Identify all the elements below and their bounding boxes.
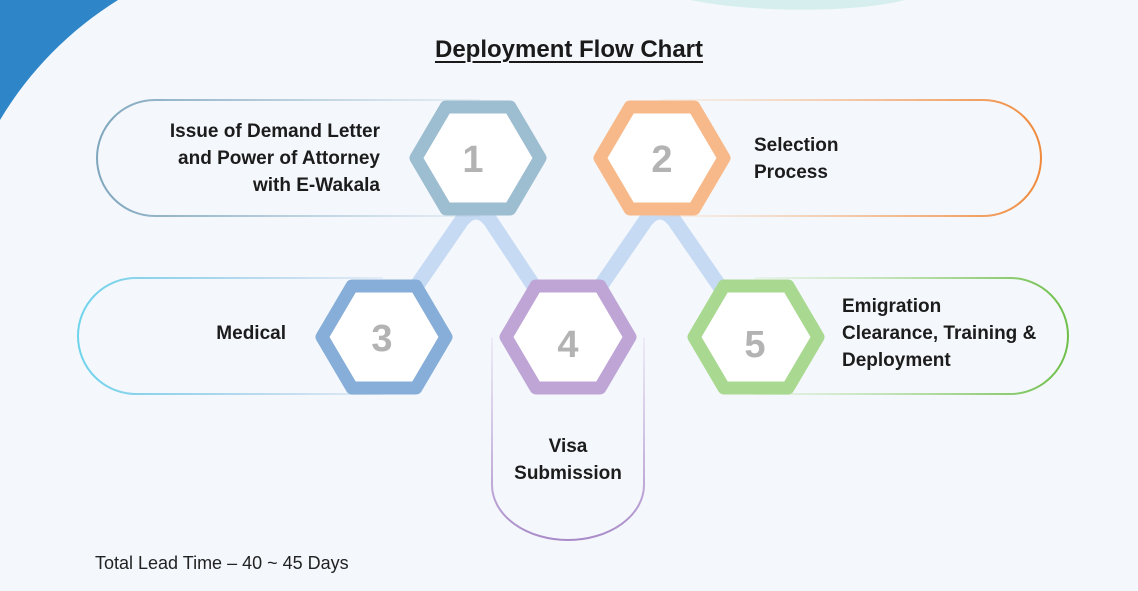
pill-outline-1 (96, 99, 480, 217)
step-2-number: 2 (651, 139, 672, 181)
step-1-label: Issue of Demand Letter and Power of Atto… (169, 121, 380, 196)
step-3-label: Medical (216, 323, 286, 344)
pill-outline-4 (491, 337, 645, 541)
step-4-label: Visa Submission (514, 436, 622, 484)
corner-decoration-top (690, 0, 905, 10)
step-4-number: 4 (557, 324, 578, 366)
chart-title: Deployment Flow Chart (434, 36, 704, 63)
step-2-label: Selection Process (754, 135, 839, 183)
step-3-number: 3 (371, 318, 392, 360)
step-1-number: 1 (462, 139, 483, 181)
step-2-hexagon: 2 (593, 100, 731, 216)
total-lead-time: Total Lead Time – 40 ~ 45 Days (95, 553, 349, 573)
step-3-hexagon: 3 (315, 279, 453, 395)
step-5-label: Emigration Clearance, Training & Deploym… (842, 296, 1037, 371)
pill-outline-2 (660, 99, 1042, 217)
pill-outline-5 (755, 277, 1069, 395)
corner-decoration-blue (0, 0, 118, 120)
step-4-hexagon: 4 (499, 279, 637, 395)
step-5-hexagon: 5 (687, 279, 825, 395)
step-1-hexagon: 1 (409, 100, 547, 216)
pill-outline-3 (77, 277, 383, 395)
step-5-number: 5 (744, 324, 765, 366)
